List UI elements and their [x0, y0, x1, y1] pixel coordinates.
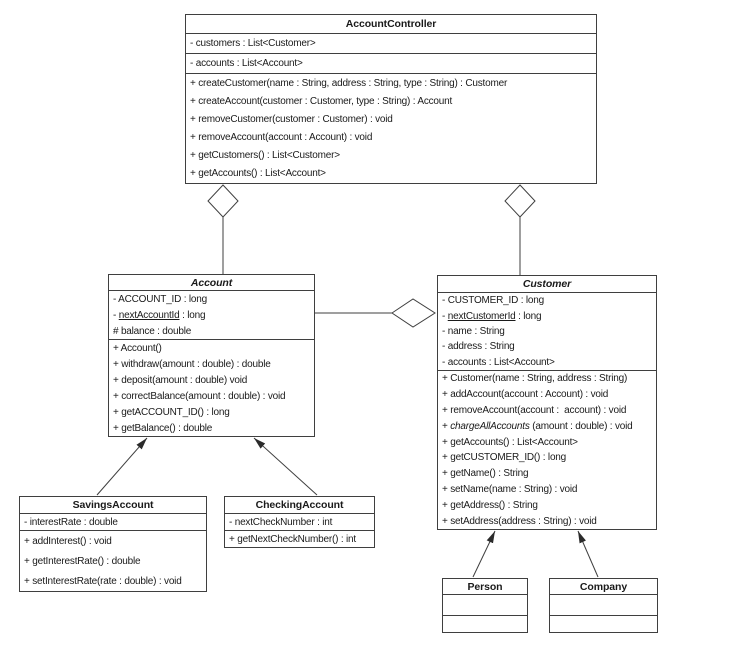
method-row: + getInterestRate() : double: [24, 555, 141, 567]
attributes-compartment: - nextCheckNumber : int: [225, 514, 374, 531]
inheritance-arrow-savingsaccount-account: [96, 437, 148, 496]
static-attribute-name: nextCustomerId: [447, 310, 516, 322]
attribute-suffix: : long: [179, 309, 206, 321]
attribute-row: # balance : double: [113, 325, 192, 337]
method-prefix: +: [442, 420, 451, 432]
method-row: + chargeAllAccounts (amount : double) : …: [438, 418, 656, 434]
class-box-savingsaccount: SavingsAccount - interestRate : double +…: [19, 496, 207, 592]
abstract-method-name: chargeAllAccounts: [450, 420, 530, 432]
method-row: + removeCustomer(customer : Customer) : …: [190, 113, 393, 125]
attribute-row: - name : String: [442, 326, 505, 338]
inheritance-arrow-company-customer: [577, 530, 599, 578]
attributes-compartment: [443, 595, 527, 616]
method-row: + getACCOUNT_ID() : long: [113, 406, 230, 418]
attributes-compartment: - interestRate : double: [20, 514, 206, 531]
aggregation-diamond-icon: [207, 184, 239, 218]
method-row: + createAccount(customer : Customer, typ…: [190, 95, 453, 107]
attributes-compartment: - ACCOUNT_ID : long - nextAccountId : lo…: [109, 291, 314, 340]
inheritance-arrow-person-customer: [472, 530, 496, 578]
class-title: AccountController: [186, 15, 596, 34]
method-row: + setInterestRate(rate : double) : void: [24, 575, 182, 587]
attributes-compartment: - CUSTOMER_ID : long - nextCustomerId : …: [438, 293, 656, 371]
attribute-row: - accounts : List<Account>: [442, 356, 555, 368]
method-row: + getAddress() : String: [442, 499, 538, 511]
methods-compartment: + addInterest() : void + getInterestRate(…: [20, 531, 206, 591]
class-box-company: Company: [549, 578, 658, 633]
class-title: Account: [109, 275, 314, 291]
method-row: + getNextCheckNumber() : int: [229, 533, 356, 545]
class-box-accountcontroller: AccountController - customers : List<Cus…: [185, 14, 597, 184]
attribute-row: - interestRate : double: [24, 516, 118, 528]
method-row: + Account(): [113, 342, 162, 354]
static-attribute-name: nextAccountId: [118, 309, 180, 321]
methods-compartment: [550, 616, 657, 632]
method-row: + setAddress(address : String) : void: [442, 515, 597, 527]
methods-compartment: + Account() + withdraw(amount : double) :…: [109, 340, 314, 436]
class-title: Person: [443, 579, 527, 595]
inheritance-arrow-checkingaccount-account: [253, 437, 318, 496]
methods-compartment: [443, 616, 527, 632]
method-row: + deposit(amount : double) void: [113, 374, 248, 386]
method-row: + getName() : String: [442, 468, 529, 480]
aggregation-diamond-icon: [391, 298, 436, 328]
class-title: CheckingAccount: [225, 497, 374, 514]
class-title: Company: [550, 579, 657, 595]
method-row: + removeAccount(account : Account) : voi…: [190, 132, 373, 144]
attribute-row: - address : String: [442, 341, 515, 353]
attribute-prefix: -: [113, 309, 119, 321]
attribute-row: - nextCheckNumber : int: [229, 516, 333, 528]
attribute-row: - nextAccountId : long: [109, 307, 314, 323]
attribute-row: - accounts : List<Account>: [190, 58, 303, 69]
attribute-suffix: : long: [515, 310, 542, 322]
method-row: + getAccounts() : List<Account>: [190, 168, 326, 180]
method-row: + addInterest() : void: [24, 535, 112, 547]
method-suffix: (amount : double) : void: [529, 420, 633, 432]
method-row: + getCustomers() : List<Customer>: [190, 150, 340, 162]
method-row: + createCustomer(name : String, address …: [190, 77, 508, 89]
method-row: + setName(name : String) : void: [442, 483, 578, 495]
aggregation-diamond-icon: [504, 184, 536, 218]
methods-compartment: + Customer(name : String, address : Stri…: [438, 371, 656, 529]
attribute-row: - nextCustomerId : long: [438, 308, 656, 323]
method-row: + getCUSTOMER_ID() : long: [442, 452, 567, 464]
class-title: SavingsAccount: [20, 497, 206, 514]
class-box-customer: Customer - CUSTOMER_ID : long - nextCust…: [437, 275, 657, 530]
attributes-compartment: [550, 595, 657, 616]
attributes-compartment: - customers : List<Customer> - accounts :…: [186, 34, 596, 74]
method-row: + Customer(name : String, address : Stri…: [442, 373, 628, 385]
method-row: + withdraw(amount : double) : double: [113, 358, 271, 370]
method-row: + correctBalance(amount : double) : void: [113, 390, 286, 402]
method-row: + getAccounts() : List<Account>: [442, 436, 578, 448]
methods-compartment: + createCustomer(name : String, address …: [186, 74, 596, 183]
attribute-row: - customers : List<Customer>: [186, 34, 596, 54]
class-title: Customer: [438, 276, 656, 293]
method-row: + addAccount(account : Account) : void: [442, 389, 609, 401]
method-row: + getBalance() : double: [113, 422, 213, 434]
class-box-account: Account - ACCOUNT_ID : long - nextAccoun…: [108, 274, 315, 437]
attribute-prefix: -: [442, 310, 448, 322]
class-box-person: Person: [442, 578, 528, 633]
methods-compartment: + getNextCheckNumber() : int: [225, 531, 374, 547]
attribute-row: - ACCOUNT_ID : long: [113, 293, 208, 305]
class-box-checkingaccount: CheckingAccount - nextCheckNumber : int …: [224, 496, 375, 548]
method-row: + removeAccount(account : account) : voi…: [442, 404, 627, 416]
attribute-row: - CUSTOMER_ID : long: [442, 295, 544, 307]
